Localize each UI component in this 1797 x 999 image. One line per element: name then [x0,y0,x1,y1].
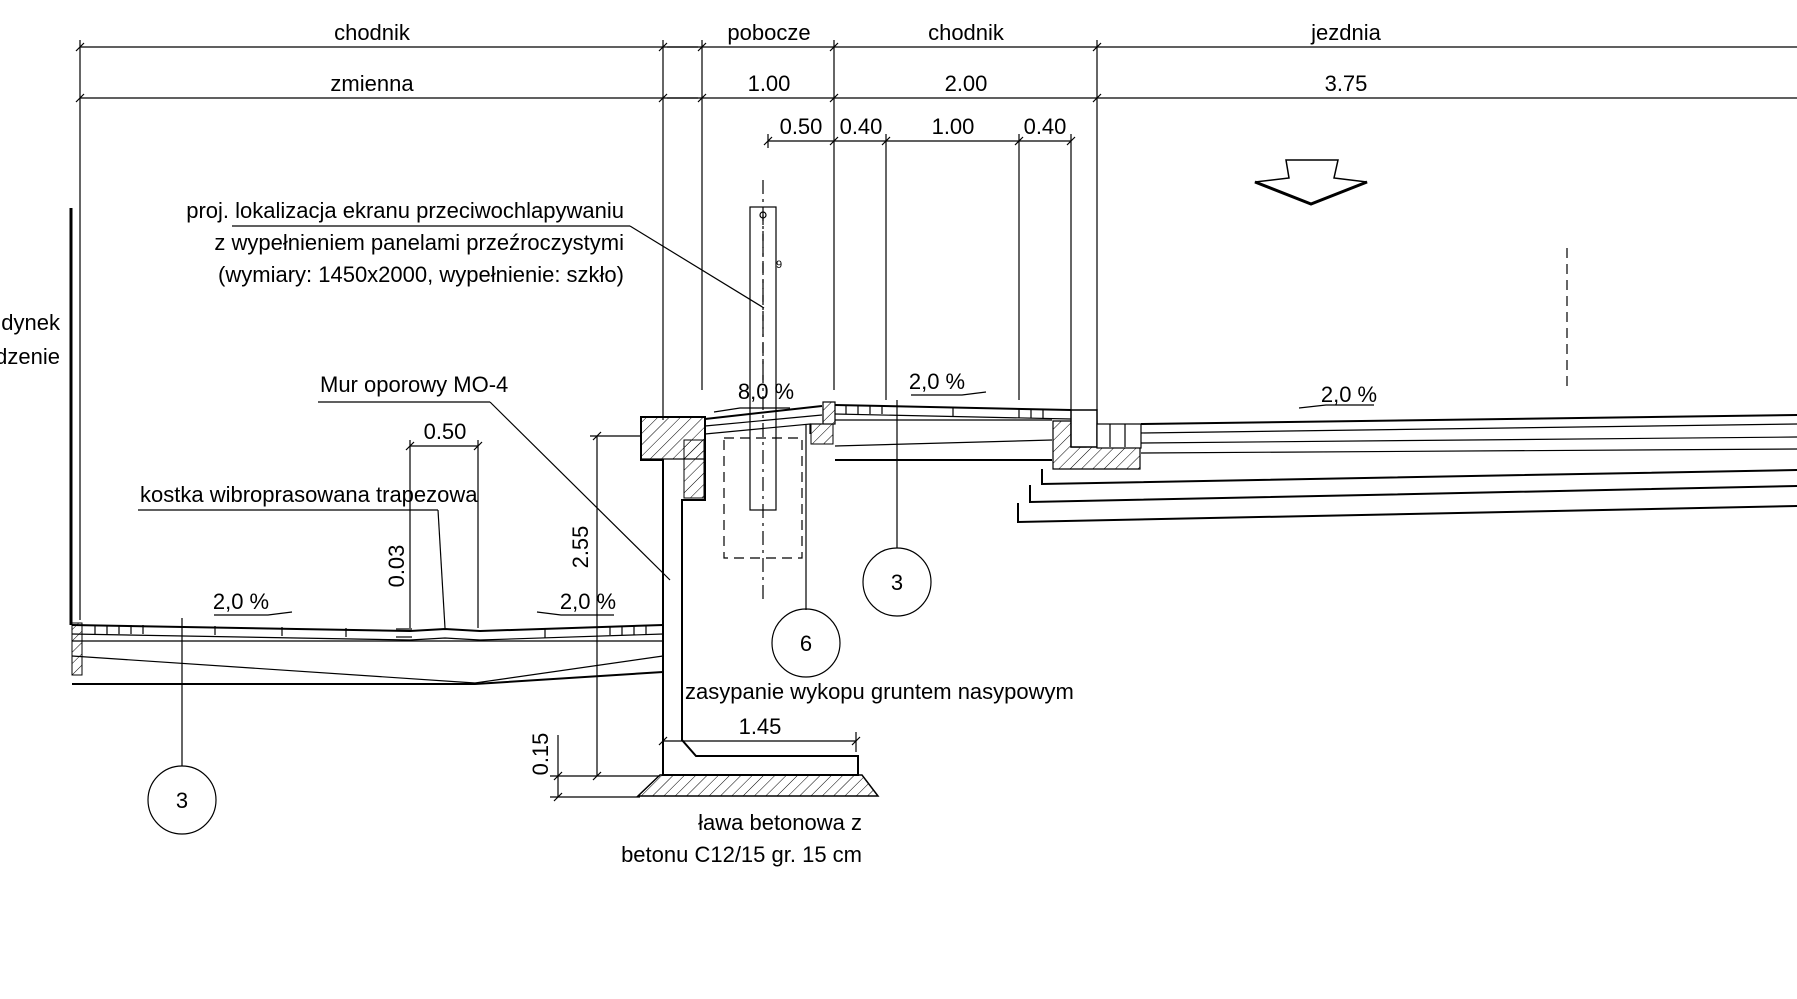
slope-shoulder: 8,0 % [738,379,794,404]
width-zmienna: zmienna [330,71,414,96]
slope-left-b: 2,0 % [560,589,616,614]
wall-height-dimension [590,431,660,781]
shoulder [704,405,823,435]
slope-left-a: 2,0 % [213,589,269,614]
marker-3-left-label: 3 [176,788,188,813]
dim-040b: 0.40 [1024,114,1067,139]
footing-note-1: ława betonowa z [698,810,862,835]
road-layers [1017,414,1797,524]
footing-note-2: betonu C12/15 gr. 15 cm [621,842,862,867]
direction-arrow-icon [1254,159,1368,206]
wall-leader [489,401,671,581]
header-jezdnia: jezdnia [1310,20,1381,45]
dim-100: 1.00 [932,114,975,139]
dim-040a: 0.40 [840,114,883,139]
dim-050: 0.50 [780,114,823,139]
paver-leader [437,509,446,629]
screen-note-3: (wymiary: 1450x2000, wypełnienie: szkło) [218,262,624,287]
wall-label: Mur oporowy MO-4 [320,372,508,397]
building-label-1: udynek [0,310,61,335]
gutter-width: 0.50 [424,419,467,444]
marker-3-right-label: 3 [891,570,903,595]
slope-arrow-road [1298,404,1374,409]
header-chodnik-left: chodnik [334,20,411,45]
building-label-2: odzenie [0,344,60,369]
slope-walk-right: 2,0 % [909,369,965,394]
screen-note-1: proj. lokalizacja ekranu przeciwochlapyw… [186,198,624,223]
sub-dimension-row [763,134,1076,410]
screen-note-2: z wypełnieniem panelami przeźroczystymi [214,230,624,255]
marker-3-right [862,547,932,617]
footing-thickness: 0.15 [528,733,553,776]
right-sidewalk [810,401,1142,470]
width-pobocze: 1.00 [748,71,791,96]
footing-thickness-dimension [550,735,640,802]
header-dimension-row [75,40,1797,620]
slope-arrow-shoulder [713,407,790,413]
left-sidewalk [71,622,664,685]
slope-road: 2,0 % [1321,382,1377,407]
wall-height: 2.55 [568,526,593,569]
backfill-label: zasypanie wykopu gruntem nasypowym [685,679,1074,704]
marker-6-label: 6 [800,631,812,656]
header-pobocze: pobocze [727,20,810,45]
slope-arrow-left-a [214,611,293,616]
footing-width-dimension [658,732,861,752]
marker-6 [771,608,841,678]
retaining-wall [636,416,880,797]
gutter-depth: 0.03 [384,545,409,588]
header-chodnik-right: chodnik [928,20,1005,45]
gutter-dimension [396,440,483,638]
width-chodnik: 2.00 [945,71,988,96]
screen-post: 9 [723,180,803,600]
screen-tag: 9 [776,259,782,271]
paver-label: kostka wibroprasowana trapezowa [140,482,478,507]
width-jezdnia: 3.75 [1325,71,1368,96]
marker-3-left [147,765,217,835]
slope-arrow-left-b [536,611,614,616]
screen-leader [629,225,765,309]
footing-width: 1.45 [739,714,782,739]
slope-arrow-walk-right [911,391,987,396]
